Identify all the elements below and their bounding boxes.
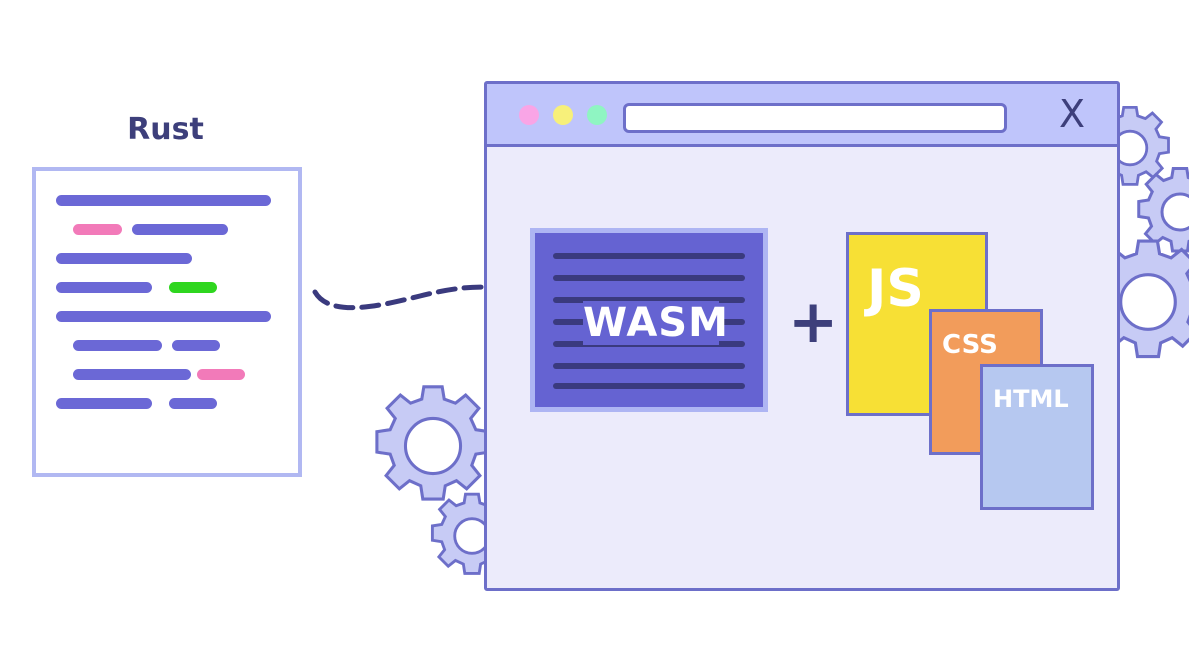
- window-dot-pink[interactable]: [519, 105, 539, 125]
- code-line: [56, 311, 271, 322]
- window-dot-green[interactable]: [587, 105, 607, 125]
- window-dot-yellow[interactable]: [553, 105, 573, 125]
- gear-icon: [1137, 167, 1189, 253]
- code-line: [56, 195, 271, 206]
- code-token: [56, 282, 152, 293]
- code-token: [169, 282, 217, 293]
- wasm-module: WASM: [530, 228, 768, 412]
- html-label: HTML: [993, 385, 1069, 413]
- gear-icon: [375, 385, 491, 501]
- browser-titlebar: X: [487, 84, 1117, 147]
- rust-title: Rust: [127, 112, 204, 147]
- wasm-line: [553, 383, 745, 389]
- wasm-line: [553, 253, 745, 259]
- plus-icon: +: [788, 287, 839, 357]
- wasm-label: WASM: [583, 300, 729, 346]
- code-token: [132, 224, 228, 235]
- gear-icon: [1088, 239, 1189, 359]
- code-token: [56, 398, 152, 409]
- wasm-line: [553, 297, 745, 303]
- rust-code-document: [32, 167, 302, 477]
- code-line: [56, 253, 192, 264]
- code-token: [172, 340, 220, 351]
- address-bar[interactable]: [623, 103, 1007, 133]
- css-label: CSS: [942, 330, 998, 360]
- code-token: [73, 369, 191, 380]
- js-label: JS: [867, 259, 924, 319]
- close-icon[interactable]: X: [1059, 92, 1086, 136]
- wasm-line: [553, 275, 745, 281]
- code-token: [73, 224, 122, 235]
- code-token: [197, 369, 245, 380]
- code-token: [73, 340, 162, 351]
- wasm-line: [553, 363, 745, 369]
- code-token: [169, 398, 217, 409]
- html-file-card: HTML: [980, 364, 1094, 510]
